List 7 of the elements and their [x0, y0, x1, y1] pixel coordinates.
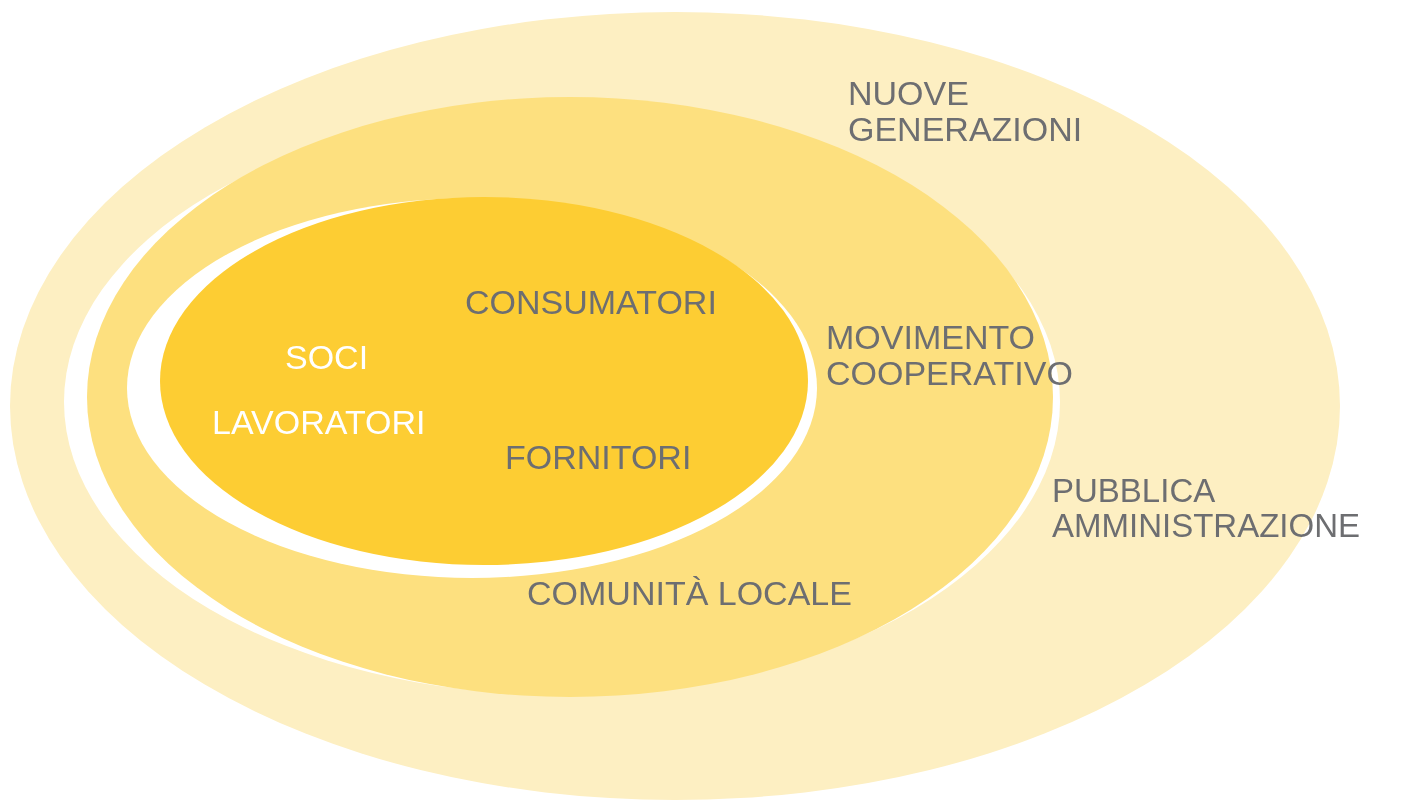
region-label: PUBBLICA AMMINISTRAZIONE	[1052, 474, 1360, 544]
region-label: NUOVE GENERAZIONI	[848, 76, 1083, 148]
region-label: CONSUMATORI	[465, 285, 717, 321]
region-label: COMUNITÀ LOCALE	[527, 576, 852, 612]
region-label: FORNITORI	[505, 440, 692, 476]
region-label: SOCI	[285, 340, 369, 376]
region-label: LAVORATORI	[212, 405, 426, 441]
